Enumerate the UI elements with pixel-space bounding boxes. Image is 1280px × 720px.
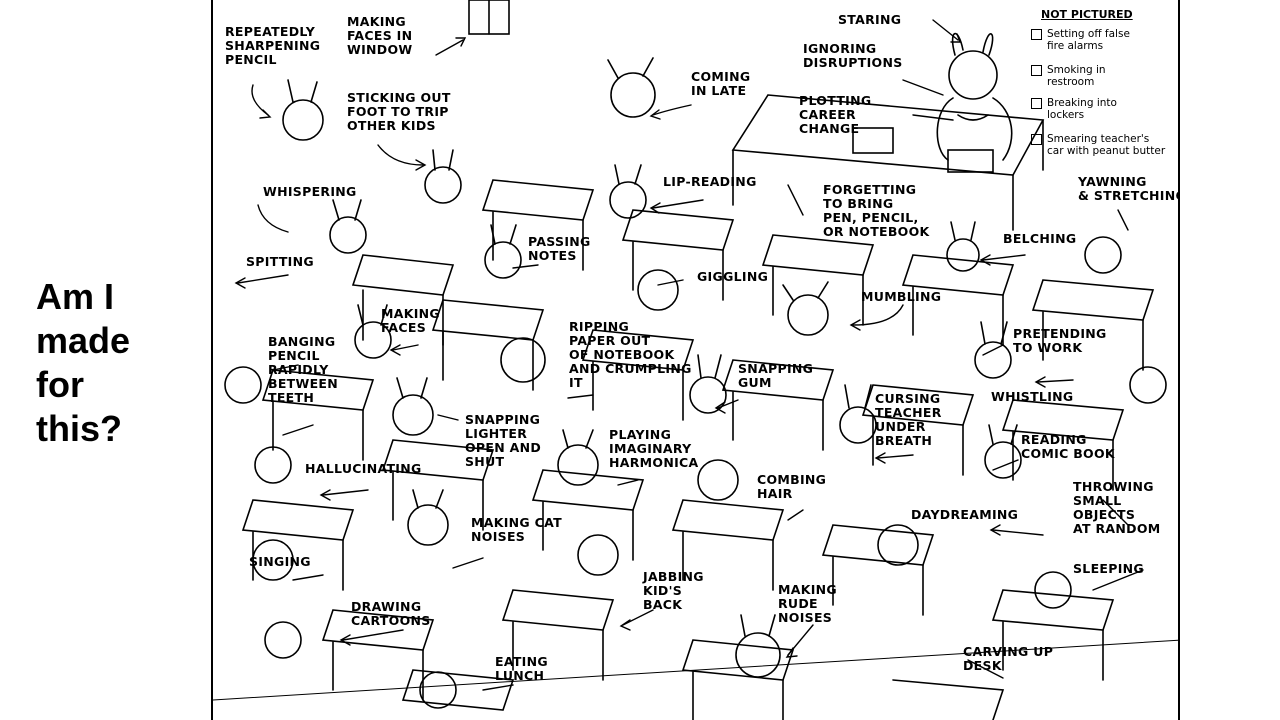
- label-sticking-out-foot: STICKING OUT FOOT TO TRIP OTHER KIDS: [347, 90, 451, 133]
- label-snapping-gum: SNAPPING GUM: [738, 361, 814, 390]
- label-belching: BELCHING: [1003, 231, 1077, 246]
- label-making-faces-in-window: MAKING FACES IN WINDOW: [347, 14, 413, 57]
- not-pictured-title: NOT PICTURED: [1041, 8, 1133, 21]
- students: [224, 57, 1167, 709]
- label-playing-harmonica: PLAYING IMAGINARY HARMONICA: [609, 427, 699, 470]
- label-eating-lunch: EATING LUNCH: [495, 654, 548, 683]
- pointer-arrows: [234, 19, 1144, 691]
- label-throwing-small-objects: THROWING SMALL OBJECTS AT RANDOM: [1073, 479, 1161, 536]
- slide-question: Am I made for this?: [36, 276, 131, 449]
- label-yawning-stretching: YAWNING & STRETCHING: [1078, 174, 1180, 203]
- label-mumbling: MUMBLING: [861, 289, 942, 304]
- label-drawing-cartoons: DRAWING CARTOONS: [351, 599, 431, 628]
- label-repeatedly-sharpening-pencil: REPEATEDLY SHARPENING PENCIL: [225, 24, 321, 67]
- not-pictured-item: Setting off false fire alarms: [1031, 28, 1130, 52]
- label-jabbing-kids-back: JABBING KID'S BACK: [643, 569, 704, 612]
- label-making-cat-noises: MAKING CAT NOISES: [471, 515, 562, 544]
- classroom-drawing: [213, 0, 1178, 720]
- label-ripping-paper: RIPPING PAPER OUT OF NOTEBOOK AND CRUMPL…: [569, 319, 692, 390]
- not-pictured-item: Smearing teacher's car with peanut butte…: [1031, 133, 1165, 157]
- label-banging-pencil: BANGING PENCIL RAPIDLY BETWEEN TEETH: [268, 334, 339, 405]
- label-singing: SINGING: [249, 554, 311, 569]
- label-forgetting-to-bring: FORGETTING TO BRING PEN, PENCIL, OR NOTE…: [823, 182, 930, 239]
- label-whispering: WHISPERING: [263, 184, 357, 199]
- label-spitting: SPITTING: [246, 254, 314, 269]
- label-making-faces: MAKING FACES: [381, 306, 440, 335]
- label-pretending-to-work: PRETENDING TO WORK: [1013, 326, 1107, 355]
- label-making-rude-noises: MAKING RUDE NOISES: [778, 582, 837, 625]
- label-giggling: GIGGLING: [697, 269, 769, 284]
- label-cursing-teacher: CURSING TEACHER UNDER BREATH: [875, 391, 942, 448]
- label-lip-reading: LIP-READING: [663, 174, 757, 189]
- label-daydreaming: DAYDREAMING: [911, 507, 1019, 522]
- label-hallucinating: HALLUCINATING: [305, 461, 422, 476]
- desk-rows: [241, 179, 1155, 720]
- label-ignoring-disruptions: IGNORING DISRUPTIONS: [803, 41, 903, 70]
- label-combing-hair: COMBING HAIR: [757, 472, 827, 501]
- label-coming-in-late: COMING IN LATE: [691, 69, 751, 98]
- label-snapping-lighter: SNAPPING LIGHTER OPEN AND SHUT: [465, 412, 542, 469]
- label-reading-comic-book: READING COMIC BOOK: [1021, 432, 1115, 461]
- not-pictured-item: Smoking in restroom: [1031, 64, 1106, 88]
- label-carving-up-desk: CARVING UP DESK: [963, 644, 1054, 673]
- label-plotting-career-change: PLOTTING CAREER CHANGE: [799, 93, 872, 136]
- classroom-cartoon: REPEATEDLY SHARPENING PENCIL MAKING FACE…: [211, 0, 1180, 720]
- label-whistling: WHISTLING: [991, 389, 1074, 404]
- not-pictured-item: Breaking into lockers: [1031, 97, 1117, 121]
- label-sleeping: SLEEPING: [1073, 561, 1144, 576]
- label-passing-notes: PASSING NOTES: [528, 234, 591, 263]
- label-staring: STARING: [838, 12, 902, 27]
